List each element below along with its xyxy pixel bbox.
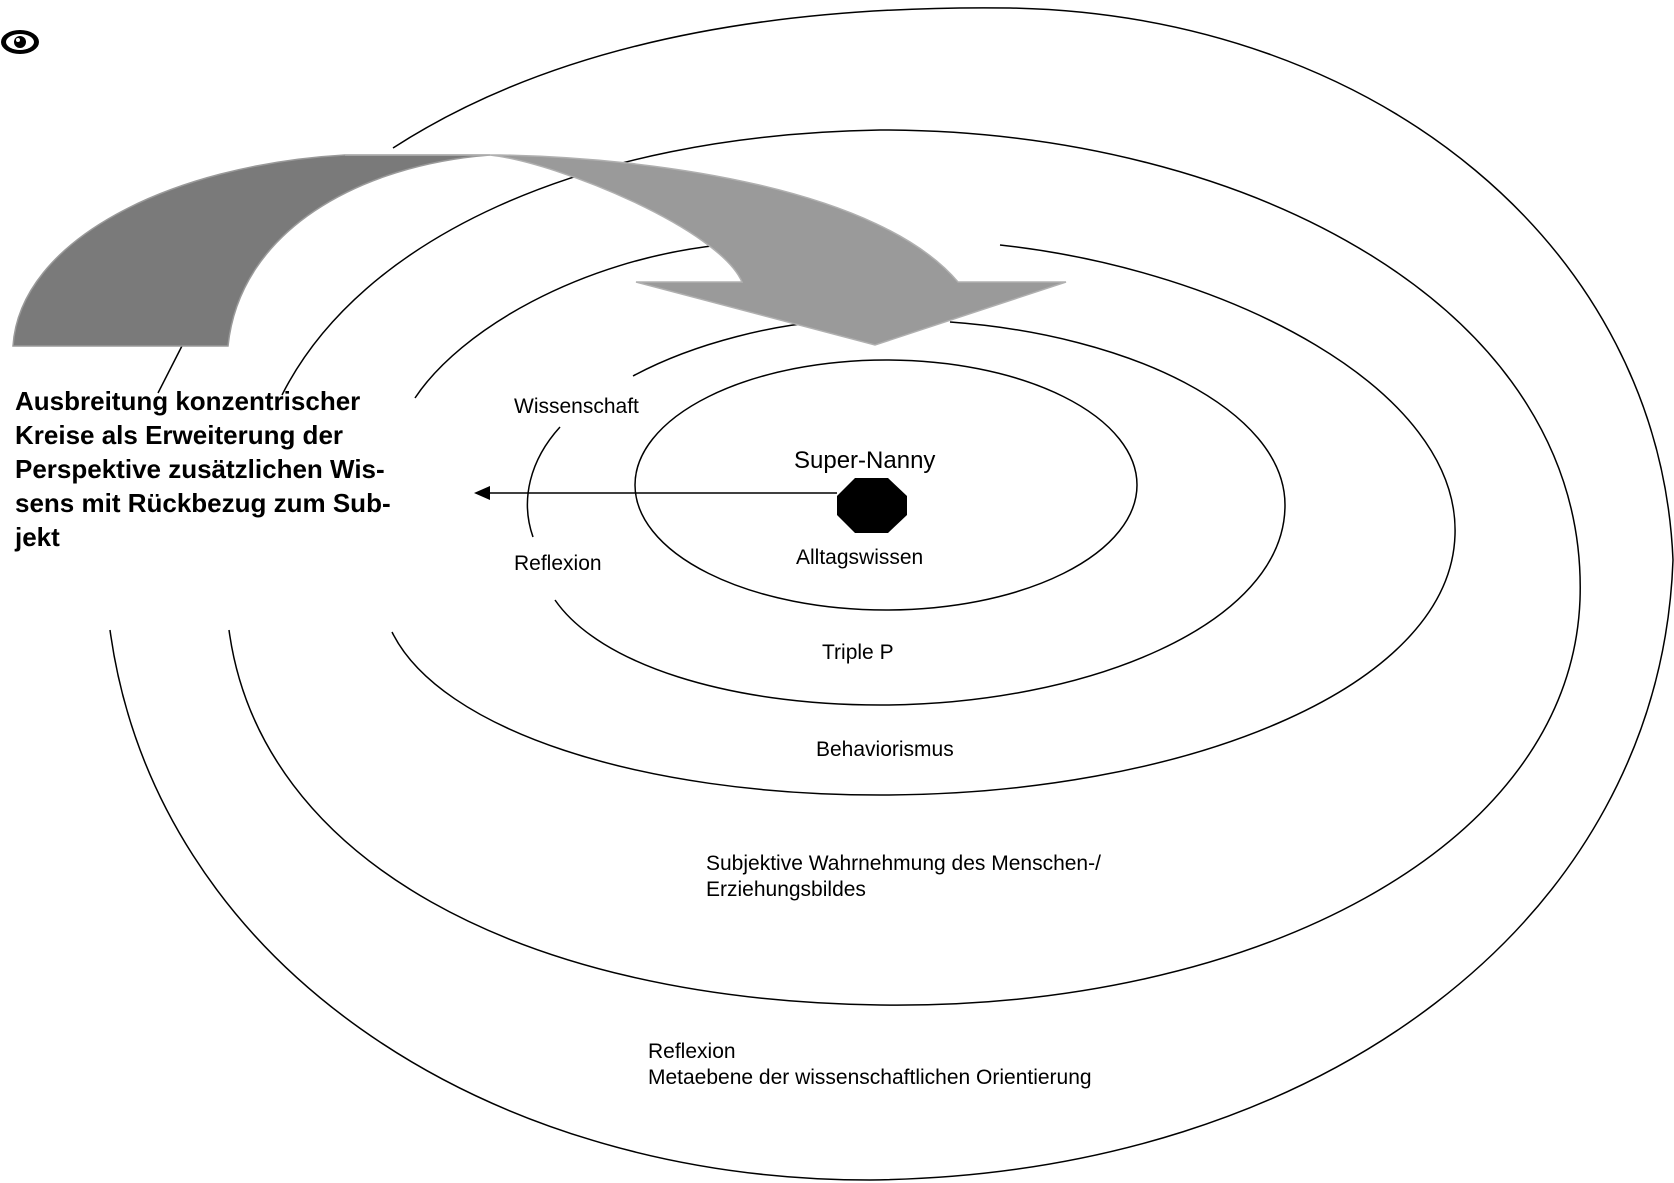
heading-line: jekt <box>15 522 60 552</box>
ellipse-ring-5-left <box>157 339 186 394</box>
ellipse-ring-5 <box>109 7 1674 1181</box>
label-behaviorismus: Behaviorismus <box>816 738 954 761</box>
label-metaebene: Metaebene der wissenschaftlichen Orienti… <box>648 1066 1092 1089</box>
label-subjektive-wahrnehmung: Subjektive Wahrnehmung des Menschen-/ Er… <box>706 851 1101 903</box>
label-subjektive-line1: Subjektive Wahrnehmung des Menschen-/ <box>706 852 1101 875</box>
ellipse-ring-2 <box>554 321 1286 706</box>
heading-line: Kreise als Erweiterung der <box>15 420 344 450</box>
heading-line: Ausbreitung konzentrischer <box>15 386 361 416</box>
label-wissenschaft: Wissenschaft <box>514 395 639 418</box>
label-alltagswissen: Alltagswissen <box>796 546 924 569</box>
curved-arrow-light <box>345 154 1067 346</box>
label-reflexion-metaebene: Reflexion Metaebene der wissenschaftlich… <box>648 1039 1092 1091</box>
center-octagon <box>837 478 907 533</box>
inner-arc-reflexion <box>526 426 561 538</box>
curved-arrow-dark <box>12 154 491 347</box>
heading-line: sens mit Rückbezug zum Sub- <box>15 488 391 518</box>
ellipse-ring-3 <box>391 244 1456 796</box>
explanation-heading: Ausbreitung konzentrischer Kreise als Er… <box>15 384 391 554</box>
label-triple-p: Triple P <box>822 641 894 664</box>
ellipse-ring-1 <box>634 359 1138 611</box>
label-reflexion-inner: Reflexion <box>514 552 602 575</box>
label-reflexion-outer: Reflexion <box>648 1040 736 1063</box>
label-super-nanny: Super-Nanny <box>794 447 936 474</box>
pointer-arrowhead <box>474 486 490 500</box>
heading-line: Perspektive zusätzlichen Wis- <box>15 454 385 484</box>
eye-icon <box>0 28 44 56</box>
label-subjektive-line2: Erziehungsbildes <box>706 878 866 901</box>
ellipse-ring-4 <box>228 129 1581 1006</box>
